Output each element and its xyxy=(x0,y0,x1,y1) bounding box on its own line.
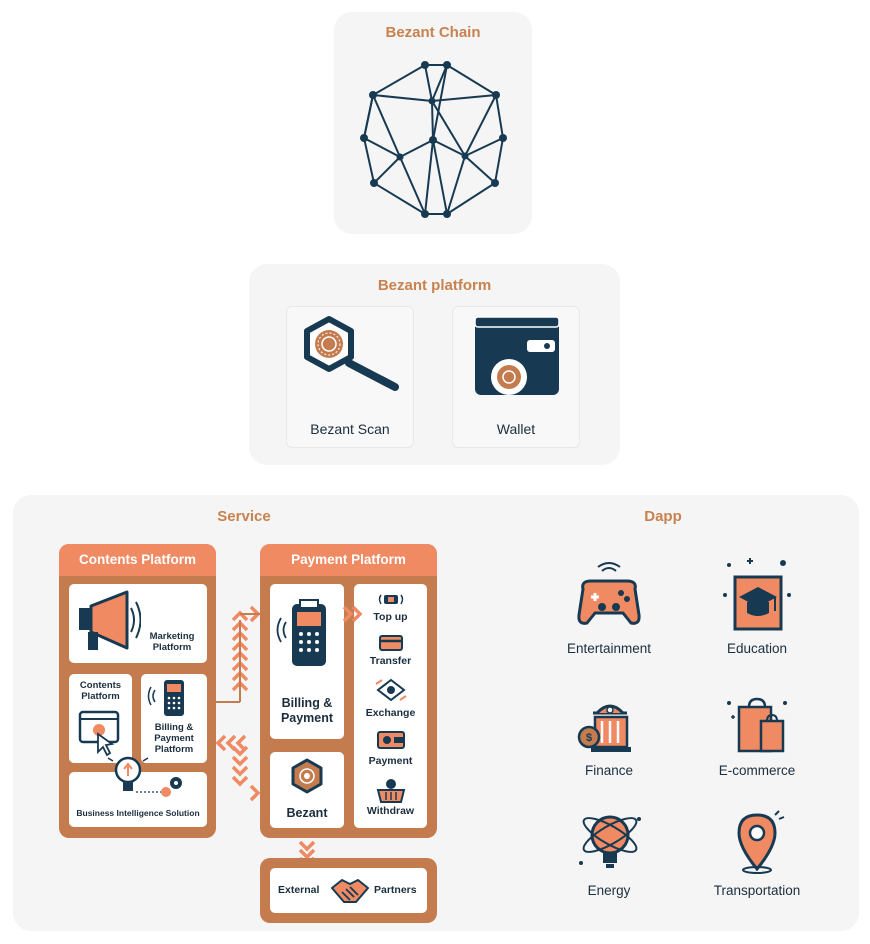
business-intelligence-box[interactable]: Business Intelligence Solution xyxy=(69,772,207,827)
wallet-payment-icon xyxy=(377,731,405,749)
contents-platform-box[interactable]: Contents Platform xyxy=(69,674,132,763)
network-polyhedron-icon xyxy=(360,61,507,218)
dapp-transportation[interactable]: Transportation xyxy=(692,807,822,898)
lightbulb-atom-icon xyxy=(579,815,641,868)
function-transfer[interactable]: Transfer xyxy=(369,655,412,667)
dapp-ecommerce[interactable]: E-commerce xyxy=(692,693,822,778)
card-terminal-icon xyxy=(276,599,326,666)
function-withdraw[interactable]: Withdraw xyxy=(366,805,415,817)
service-dapp-panel: Service Dapp Contents Platform Marketing… xyxy=(13,495,859,931)
payment-platform-title: Payment Platform xyxy=(260,544,437,576)
payment-functions-box: Top up Transfer Exchange Payment xyxy=(354,584,427,828)
marketing-platform-label: Marketing Platform xyxy=(149,631,195,653)
card-reader-icon xyxy=(378,594,404,605)
contents-platform-label: Contents Platform xyxy=(79,680,122,702)
billing-payment-label: Billing & Payment xyxy=(280,696,334,725)
bezant-platform-panel: Bezant platform Bezant Scan Wallet xyxy=(249,264,620,465)
browser-cursor-icon xyxy=(78,710,120,757)
finance-label: Finance xyxy=(584,763,634,778)
megaphone-icon xyxy=(79,590,141,650)
transportation-label: Transportation xyxy=(713,883,801,898)
bezant-box[interactable]: Bezant xyxy=(270,752,344,828)
business-intelligence-label: Business Intelligence Solution xyxy=(76,808,200,818)
bezant-scan-label: Bezant Scan xyxy=(310,421,390,437)
graduation-cap-icon xyxy=(723,558,791,631)
lightbulb-gear-icon xyxy=(107,756,182,797)
external-label: External xyxy=(278,884,320,896)
function-exchange[interactable]: Exchange xyxy=(365,707,416,719)
billing-payment-platform-box[interactable]: Billing & Payment Platform xyxy=(141,674,207,763)
dapp-entertainment[interactable]: Entertainment xyxy=(544,555,674,656)
dapp-title: Dapp xyxy=(644,508,682,525)
billing-payment-platform-label: Billing & Payment Platform xyxy=(154,722,194,755)
bezant-scan-card[interactable]: Bezant Scan xyxy=(286,306,414,448)
chain-title: Bezant Chain xyxy=(385,24,481,41)
dapp-finance[interactable]: $ Finance xyxy=(544,693,674,778)
bezant-coin-icon xyxy=(291,758,323,794)
card-terminal-icon xyxy=(147,680,184,716)
billing-payment-box[interactable]: Billing & Payment xyxy=(270,584,344,739)
shopping-bag-icon xyxy=(727,697,787,753)
magnifier-hexagon-icon xyxy=(304,316,399,391)
card-transfer-icon xyxy=(379,635,403,651)
function-payment[interactable]: Payment xyxy=(368,755,413,767)
wallet-label: Wallet xyxy=(496,421,536,437)
bezant-label: Bezant xyxy=(286,806,328,820)
bezant-chain-panel: Bezant Chain xyxy=(334,12,532,234)
marketing-platform-box[interactable]: Marketing Platform xyxy=(69,584,207,663)
wallet-icon xyxy=(474,316,560,395)
ecommerce-label: E-commerce xyxy=(718,763,796,778)
platform-title: Bezant platform xyxy=(377,277,492,294)
handshake-icon xyxy=(331,879,369,903)
svg-text:$: $ xyxy=(586,732,592,744)
dapp-education[interactable]: Education xyxy=(692,555,822,656)
entertainment-label: Entertainment xyxy=(566,641,652,656)
energy-label: Energy xyxy=(587,883,631,898)
basket-coin-icon xyxy=(376,779,406,803)
bank-icon: $ xyxy=(577,704,631,752)
contents-platform-title: Contents Platform xyxy=(59,544,216,576)
contents-platform-block: Contents Platform Marketing Platform Con… xyxy=(59,544,216,838)
wallet-card[interactable]: Wallet xyxy=(452,306,580,448)
payment-platform-block: Payment Platform Billing & Payment Bezan… xyxy=(260,544,437,838)
dapp-energy[interactable]: Energy xyxy=(544,807,674,898)
external-partners-box[interactable]: External Partners xyxy=(270,868,427,913)
external-partners-block: External Partners xyxy=(260,858,437,923)
function-top-up[interactable]: Top up xyxy=(373,611,408,623)
service-title: Service xyxy=(217,508,271,525)
partners-label: Partners xyxy=(374,884,417,896)
exchange-icon xyxy=(375,678,407,702)
education-label: Education xyxy=(726,641,788,656)
map-pin-icon xyxy=(737,810,785,874)
gamepad-icon xyxy=(577,562,641,625)
